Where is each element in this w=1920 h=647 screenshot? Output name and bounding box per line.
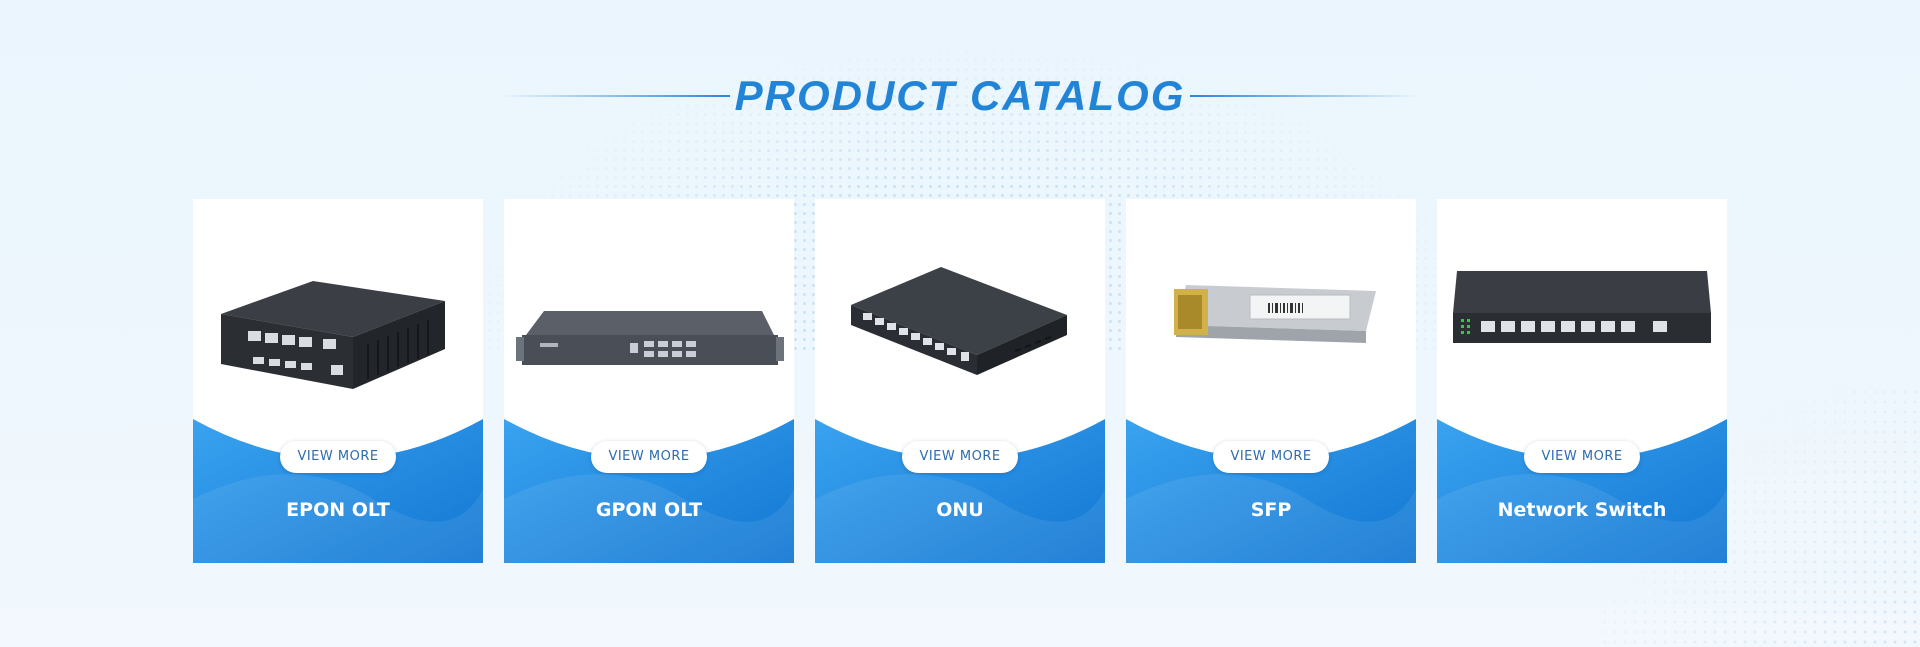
title-rule-right	[1190, 95, 1420, 97]
gpon-olt-device-icon	[516, 311, 784, 365]
product-name[interactable]: GPON OLT	[595, 499, 703, 521]
product-card-sfp[interactable]: VIEW MORE SFP	[1126, 199, 1416, 563]
view-more-button[interactable]: VIEW MORE	[1524, 441, 1640, 473]
product-card-gpon-olt[interactable]: VIEW MORE GPON OLT	[504, 199, 794, 563]
product-card-onu[interactable]: VIEW MORE ONU	[815, 199, 1105, 563]
view-more-button[interactable]: VIEW MORE	[1213, 441, 1329, 473]
card-wave-background	[815, 419, 1105, 563]
epon-olt-device-icon	[221, 281, 445, 389]
product-card-network-switch[interactable]: VIEW MORE Network Switch	[1437, 199, 1727, 563]
product-name[interactable]: Network Switch	[1497, 499, 1667, 521]
card-wave-background	[193, 419, 483, 563]
product-name[interactable]: EPON OLT	[286, 499, 390, 521]
onu-device-icon	[851, 267, 1067, 375]
product-card-epon-olt[interactable]: VIEW MORE EPON OLT	[193, 199, 483, 563]
view-more-button[interactable]: VIEW MORE	[902, 441, 1018, 473]
network-switch-device-icon	[1453, 271, 1711, 343]
view-more-button[interactable]: VIEW MORE	[280, 441, 396, 473]
title-rule-left	[500, 95, 730, 97]
catalog-header: PRODUCT CATALOG	[0, 66, 1920, 126]
product-name[interactable]: ONU	[936, 499, 984, 521]
card-wave-background	[1126, 419, 1416, 563]
card-wave-background	[504, 419, 794, 563]
page-title: PRODUCT CATALOG	[734, 72, 1186, 119]
view-more-button[interactable]: VIEW MORE	[591, 441, 707, 473]
card-wave-background	[1437, 419, 1727, 563]
sfp-module-icon	[1174, 285, 1376, 343]
product-name[interactable]: SFP	[1250, 499, 1292, 521]
